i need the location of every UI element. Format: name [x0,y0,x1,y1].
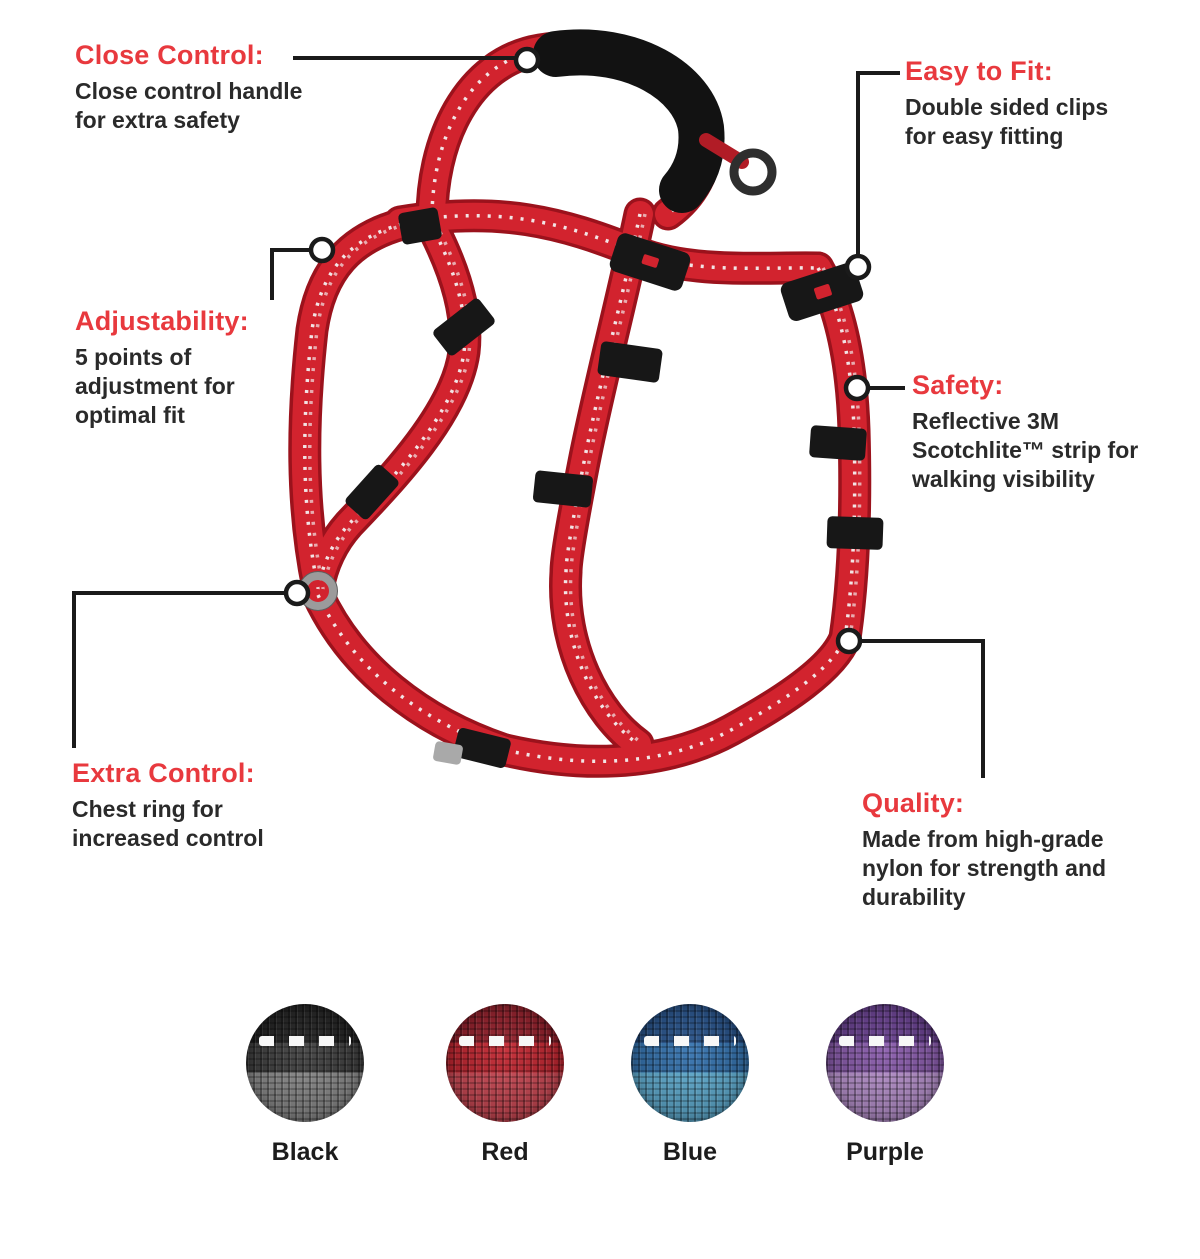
callout-easy-to-fit-body: Double sided clips for easy fitting [905,94,1109,150]
swatch-stitch-row [643,1035,736,1046]
swatch-stitch-row [258,1035,351,1046]
swatch-purple-image [826,1004,944,1122]
callout-close-control-body: Close control handle for extra safety [75,78,303,134]
swatch-stitch-row [458,1035,551,1046]
callout-safety: Safety: Reflective 3M Scotchlite™ strip … [912,370,1157,495]
swatch-red-label: Red [481,1138,529,1166]
swatch-purple: Purple [810,1004,960,1167]
buckle-hardware [345,207,884,769]
callout-lines [72,46,985,778]
swatch-blue: Blue [615,1004,765,1167]
callout-adjustability-body: 5 points of adjustment for optimal fit [75,344,235,429]
swatch-blue-image [631,1004,749,1122]
callout-extra-control-heading: Extra Control: [72,758,255,788]
callout-extra-control-body: Chest ring for increased control [72,796,264,852]
swatch-red-image [446,1004,564,1122]
callout-safety-heading: Safety: [912,370,1004,400]
callout-quality-body: Made from high-grade nylon for strength … [862,826,1107,911]
swatch-black-label: Black [271,1138,339,1166]
callout-quality: Quality: Made from high-grade nylon for … [862,788,1162,913]
callout-adjustability: Adjustability: 5 points of adjustment fo… [75,306,280,431]
callout-safety-body: Reflective 3M Scotchlite™ strip for walk… [912,408,1139,493]
swatch-purple-label: Purple [846,1138,924,1166]
callout-easy-to-fit: Easy to Fit: Double sided clips for easy… [905,56,1137,151]
callout-extra-control: Extra Control: Chest ring for increased … [72,758,297,853]
callout-quality-heading: Quality: [862,788,965,818]
leash-ring-icon [729,148,777,196]
swatch-stitch-row [838,1035,931,1046]
callout-easy-to-fit-heading: Easy to Fit: [905,56,1053,86]
handle-padding [533,29,725,213]
swatch-red: Red [430,1004,580,1167]
callout-adjustability-heading: Adjustability: [75,306,249,336]
callout-close-control-heading: Close Control: [75,40,264,70]
swatch-black: Black [230,1004,380,1167]
swatch-blue-label: Blue [662,1138,718,1166]
callout-close-control: Close Control: Close control handle for … [75,40,333,135]
swatch-black-image [246,1004,364,1122]
